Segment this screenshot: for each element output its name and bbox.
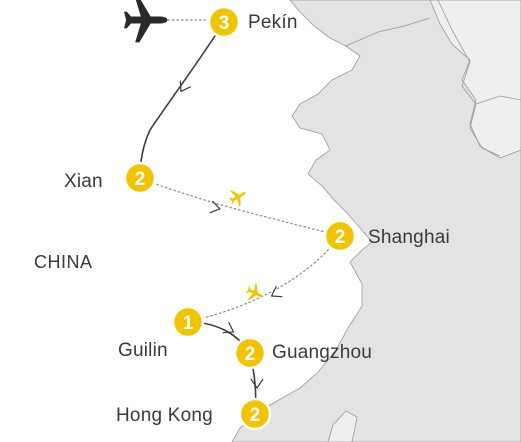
province-border bbox=[345, 17, 431, 47]
svg-text:1: 1 bbox=[183, 313, 194, 334]
city-label-shanghai: Shanghai bbox=[368, 227, 450, 248]
sea-area bbox=[231, 0, 521, 442]
stop-marker: 2 bbox=[238, 397, 272, 431]
country-label: CHINA bbox=[34, 252, 93, 272]
stop-marker: 3 bbox=[207, 5, 241, 39]
chevron-right-icon bbox=[179, 80, 191, 93]
city-label-guangzhou: Guangzhou bbox=[272, 342, 373, 363]
svg-text:2: 2 bbox=[135, 169, 146, 190]
province-border bbox=[475, 95, 521, 105]
plane-icon bbox=[246, 283, 264, 301]
chevron-right-icon bbox=[222, 322, 235, 334]
svg-text:2: 2 bbox=[250, 405, 261, 426]
route-segment bbox=[139, 21, 225, 179]
province-border bbox=[437, 0, 501, 157]
plane-icon bbox=[229, 190, 246, 207]
stop-marker: 2 bbox=[323, 219, 357, 253]
plane-icon bbox=[124, 0, 168, 43]
svg-text:2: 2 bbox=[245, 344, 256, 365]
svg-text:2: 2 bbox=[335, 227, 346, 248]
city-label-pekin: Pekín bbox=[248, 12, 298, 33]
city-label-guilin: Guilin bbox=[118, 340, 168, 361]
korea-peninsula bbox=[429, 0, 521, 159]
chevron-right-icon bbox=[209, 200, 221, 214]
chevron-right-icon bbox=[270, 286, 283, 298]
taiwan-island bbox=[327, 410, 358, 442]
stop-marker: 2 bbox=[123, 161, 157, 195]
chevron-right-icon bbox=[250, 378, 264, 389]
svg-text:3: 3 bbox=[219, 13, 230, 34]
route-segment bbox=[187, 235, 341, 323]
stop-marker: 2 bbox=[233, 336, 267, 370]
city-label-hong-kong: Hong Kong bbox=[116, 405, 213, 426]
city-label-xian: Xian bbox=[64, 171, 103, 192]
route-segment bbox=[139, 177, 341, 237]
stop-marker: 1 bbox=[171, 305, 205, 339]
